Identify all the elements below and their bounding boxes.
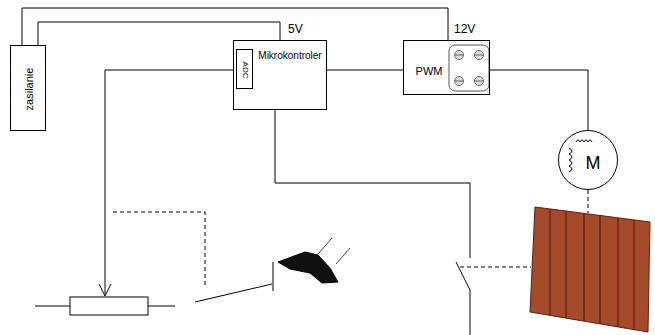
pedal-lever — [195, 262, 273, 302]
mechanical-link — [460, 267, 531, 268]
coil-symbol — [569, 148, 572, 172]
foot-shoe — [278, 252, 338, 283]
node-label: ADC — [241, 62, 250, 79]
power-supply-box: zasilanie — [10, 45, 46, 131]
wire — [327, 70, 403, 71]
switch-symbol — [456, 262, 470, 335]
pwm-box: PWM — [403, 40, 490, 95]
transistor-mark — [455, 55, 483, 81]
coil-symbol — [576, 140, 592, 142]
adc-box: ADC — [236, 49, 253, 89]
voltage-label: 12V — [453, 23, 476, 36]
wire — [38, 22, 280, 45]
mechanical-link — [588, 190, 589, 213]
mechanical-link — [113, 212, 205, 285]
node-label: PWM — [416, 65, 443, 77]
voltage-label: 5V — [287, 23, 304, 36]
transistor-bridge — [449, 45, 489, 91]
resistor-symbol — [70, 297, 148, 315]
radiator-fins — [550, 209, 634, 330]
microcontroller-box: MikrokontrolerADC — [233, 40, 327, 110]
switch-wire — [275, 110, 470, 258]
motor-circle: M — [558, 130, 618, 190]
node-label: Mikrokontroler — [258, 50, 321, 61]
foot-leg — [318, 238, 350, 264]
wiper-arrow — [99, 284, 111, 296]
node-label: zasilanie — [23, 68, 35, 111]
radiator — [530, 207, 650, 332]
wire — [490, 70, 588, 130]
adc-wire — [105, 70, 233, 294]
transistor-symbols — [455, 51, 484, 86]
node-label: M — [586, 154, 601, 174]
resistor-leads — [35, 306, 175, 307]
